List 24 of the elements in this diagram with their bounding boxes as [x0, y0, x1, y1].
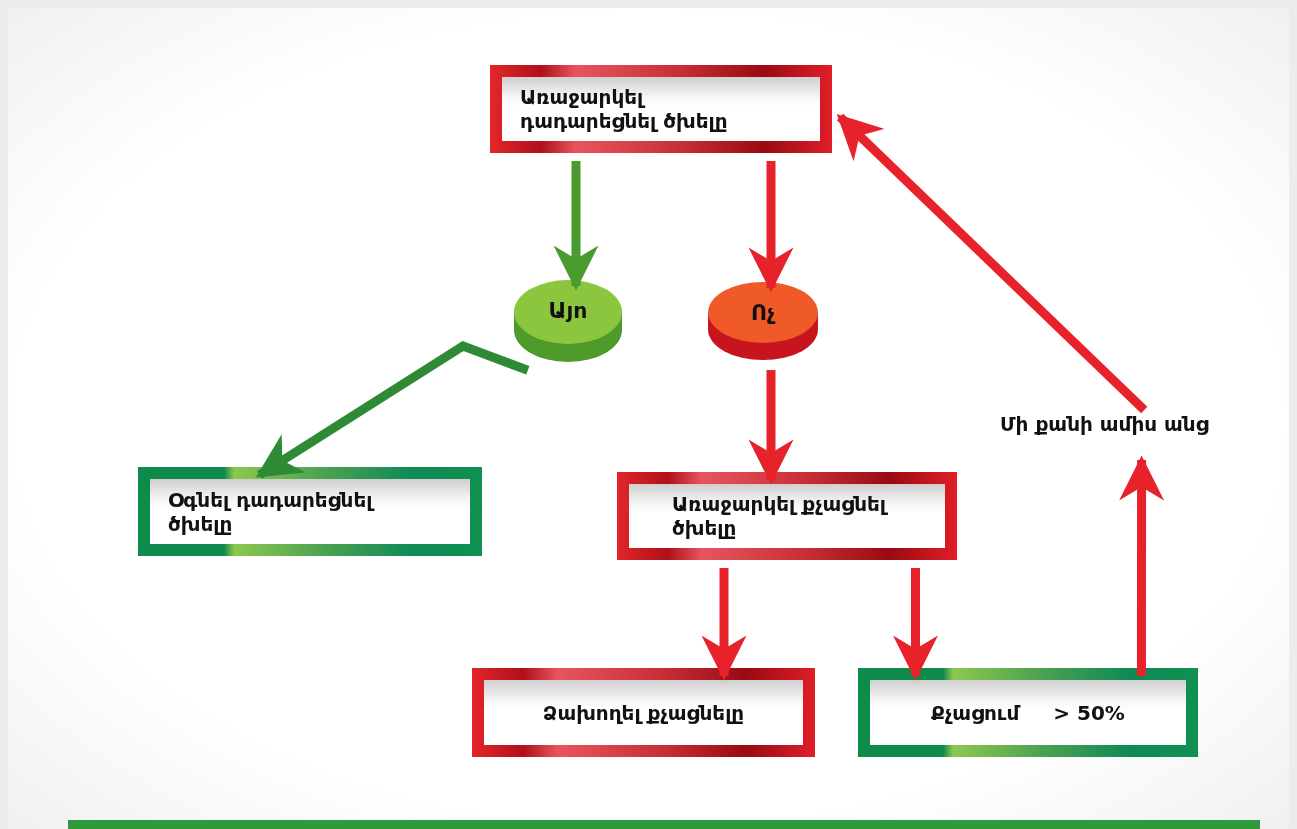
arrow — [553, 161, 599, 291]
process-box — [490, 65, 832, 153]
box-text: > 50% — [1053, 700, 1125, 725]
arrow — [701, 568, 747, 681]
box-text: Առաջարկել դադարեցնել ծխելը — [520, 85, 729, 133]
process-box — [858, 668, 1198, 757]
box-text: Առաջարկել քչացնել ծխելը — [672, 492, 889, 540]
decision-label: Այո — [547, 298, 589, 325]
note-text: Մի քանի ամիս անց — [1000, 412, 1209, 436]
arrow — [255, 341, 530, 479]
process-box — [617, 472, 957, 560]
box-text: Օգնել դադարեցնել ծխելը — [168, 487, 376, 536]
arrow — [893, 568, 938, 681]
arrow — [748, 161, 794, 293]
decision-disk — [512, 278, 624, 364]
process-box — [138, 467, 482, 556]
box-text: Քչացում — [931, 700, 1020, 725]
decision-disk — [706, 280, 820, 362]
arrow — [836, 113, 1148, 414]
box-text: Ձախողել քչացնելը — [542, 700, 745, 725]
arrow — [1119, 455, 1165, 676]
decision-label: Ոչ — [749, 300, 777, 327]
process-box — [472, 668, 815, 757]
arrow — [748, 370, 794, 485]
